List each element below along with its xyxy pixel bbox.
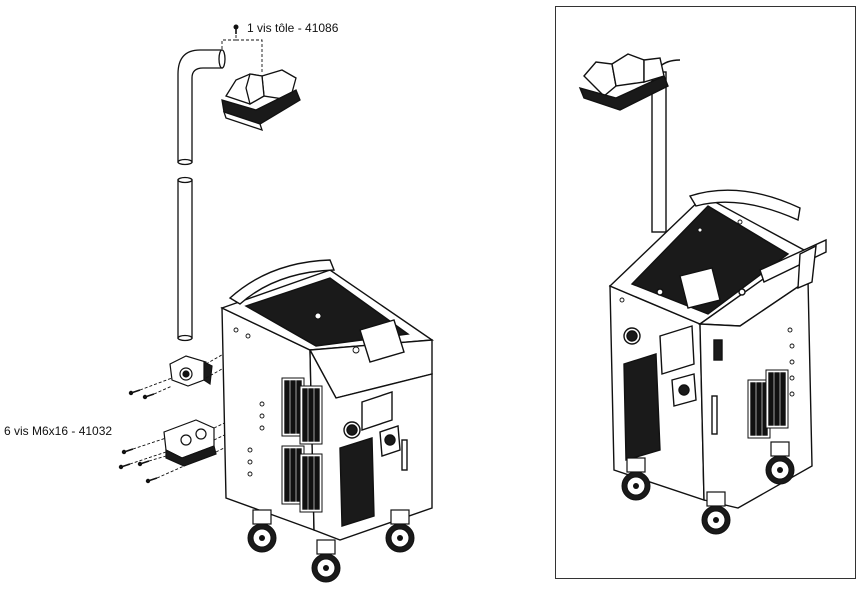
welding-machine-exploded bbox=[220, 259, 435, 541]
screw-icon bbox=[145, 477, 158, 485]
lower-tube bbox=[177, 176, 193, 342]
screw-icon bbox=[233, 24, 239, 34]
top-screw-guide bbox=[221, 30, 263, 74]
screw-icon bbox=[142, 393, 155, 401]
upper-tube bbox=[177, 49, 226, 166]
screw-icon bbox=[121, 448, 134, 456]
assembled-view bbox=[578, 53, 827, 509]
exploded-view bbox=[118, 24, 435, 583]
side-bracket-lower bbox=[163, 419, 217, 467]
screw-icon bbox=[118, 463, 131, 471]
caster-wheel-icon bbox=[247, 509, 277, 553]
screw-icon bbox=[128, 389, 141, 397]
m6-screws bbox=[118, 389, 158, 485]
top-screw-callout: 1 vis tôle - 41086 bbox=[247, 21, 339, 35]
screw-icon bbox=[137, 460, 150, 468]
side-screws-callout: 6 vis M6x16 - 41032 bbox=[4, 424, 113, 438]
assembled-view-frame bbox=[555, 6, 856, 579]
side-bracket-upper bbox=[169, 355, 213, 387]
torch-holder-top bbox=[221, 69, 301, 132]
caster-wheel-icon bbox=[311, 539, 341, 583]
